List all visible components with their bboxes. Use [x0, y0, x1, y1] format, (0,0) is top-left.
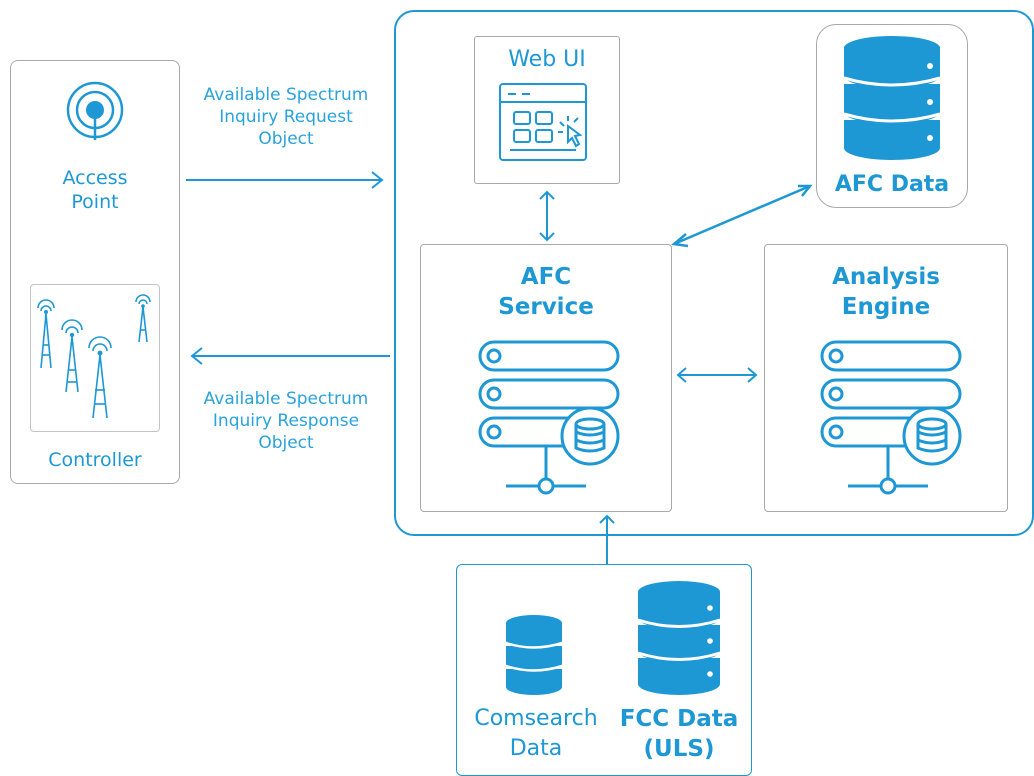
- database-icon: [505, 615, 563, 695]
- fcc-data-label: FCC Data (ULS): [619, 706, 739, 762]
- access-point-icon: [66, 81, 124, 140]
- afc-service-title: AFC Service: [498, 264, 594, 320]
- response-flow-label: Available Spectrum Inquiry Response Obje…: [203, 389, 369, 453]
- analysis-engine-box: [764, 244, 1008, 512]
- database-icon: [843, 36, 941, 160]
- sources-service-arrow: [599, 514, 615, 566]
- server-database-icon: [478, 340, 620, 495]
- comsearch-label: Comsearch Data: [474, 706, 598, 761]
- controller-label: Controller: [48, 449, 142, 471]
- afc-data-label: AFC Data: [834, 172, 950, 197]
- request-flow-label: Available Spectrum Inquiry Request Objec…: [203, 85, 369, 149]
- web-ui-label: Web UI: [508, 47, 586, 72]
- service-afcdata-arrow: [671, 184, 813, 248]
- request-arrow: [186, 171, 384, 189]
- response-arrow: [190, 347, 390, 365]
- analysis-engine-title: Analysis Engine: [832, 264, 940, 320]
- cell-towers-icon: [37, 294, 151, 419]
- service-engine-arrow: [676, 367, 758, 383]
- database-icon: [637, 581, 721, 695]
- web-browser-click-icon: [499, 83, 587, 161]
- server-database-icon: [820, 340, 962, 495]
- controller-box: [30, 284, 160, 432]
- access-point-label: Access Point: [62, 167, 128, 213]
- webui-service-arrow: [539, 190, 555, 242]
